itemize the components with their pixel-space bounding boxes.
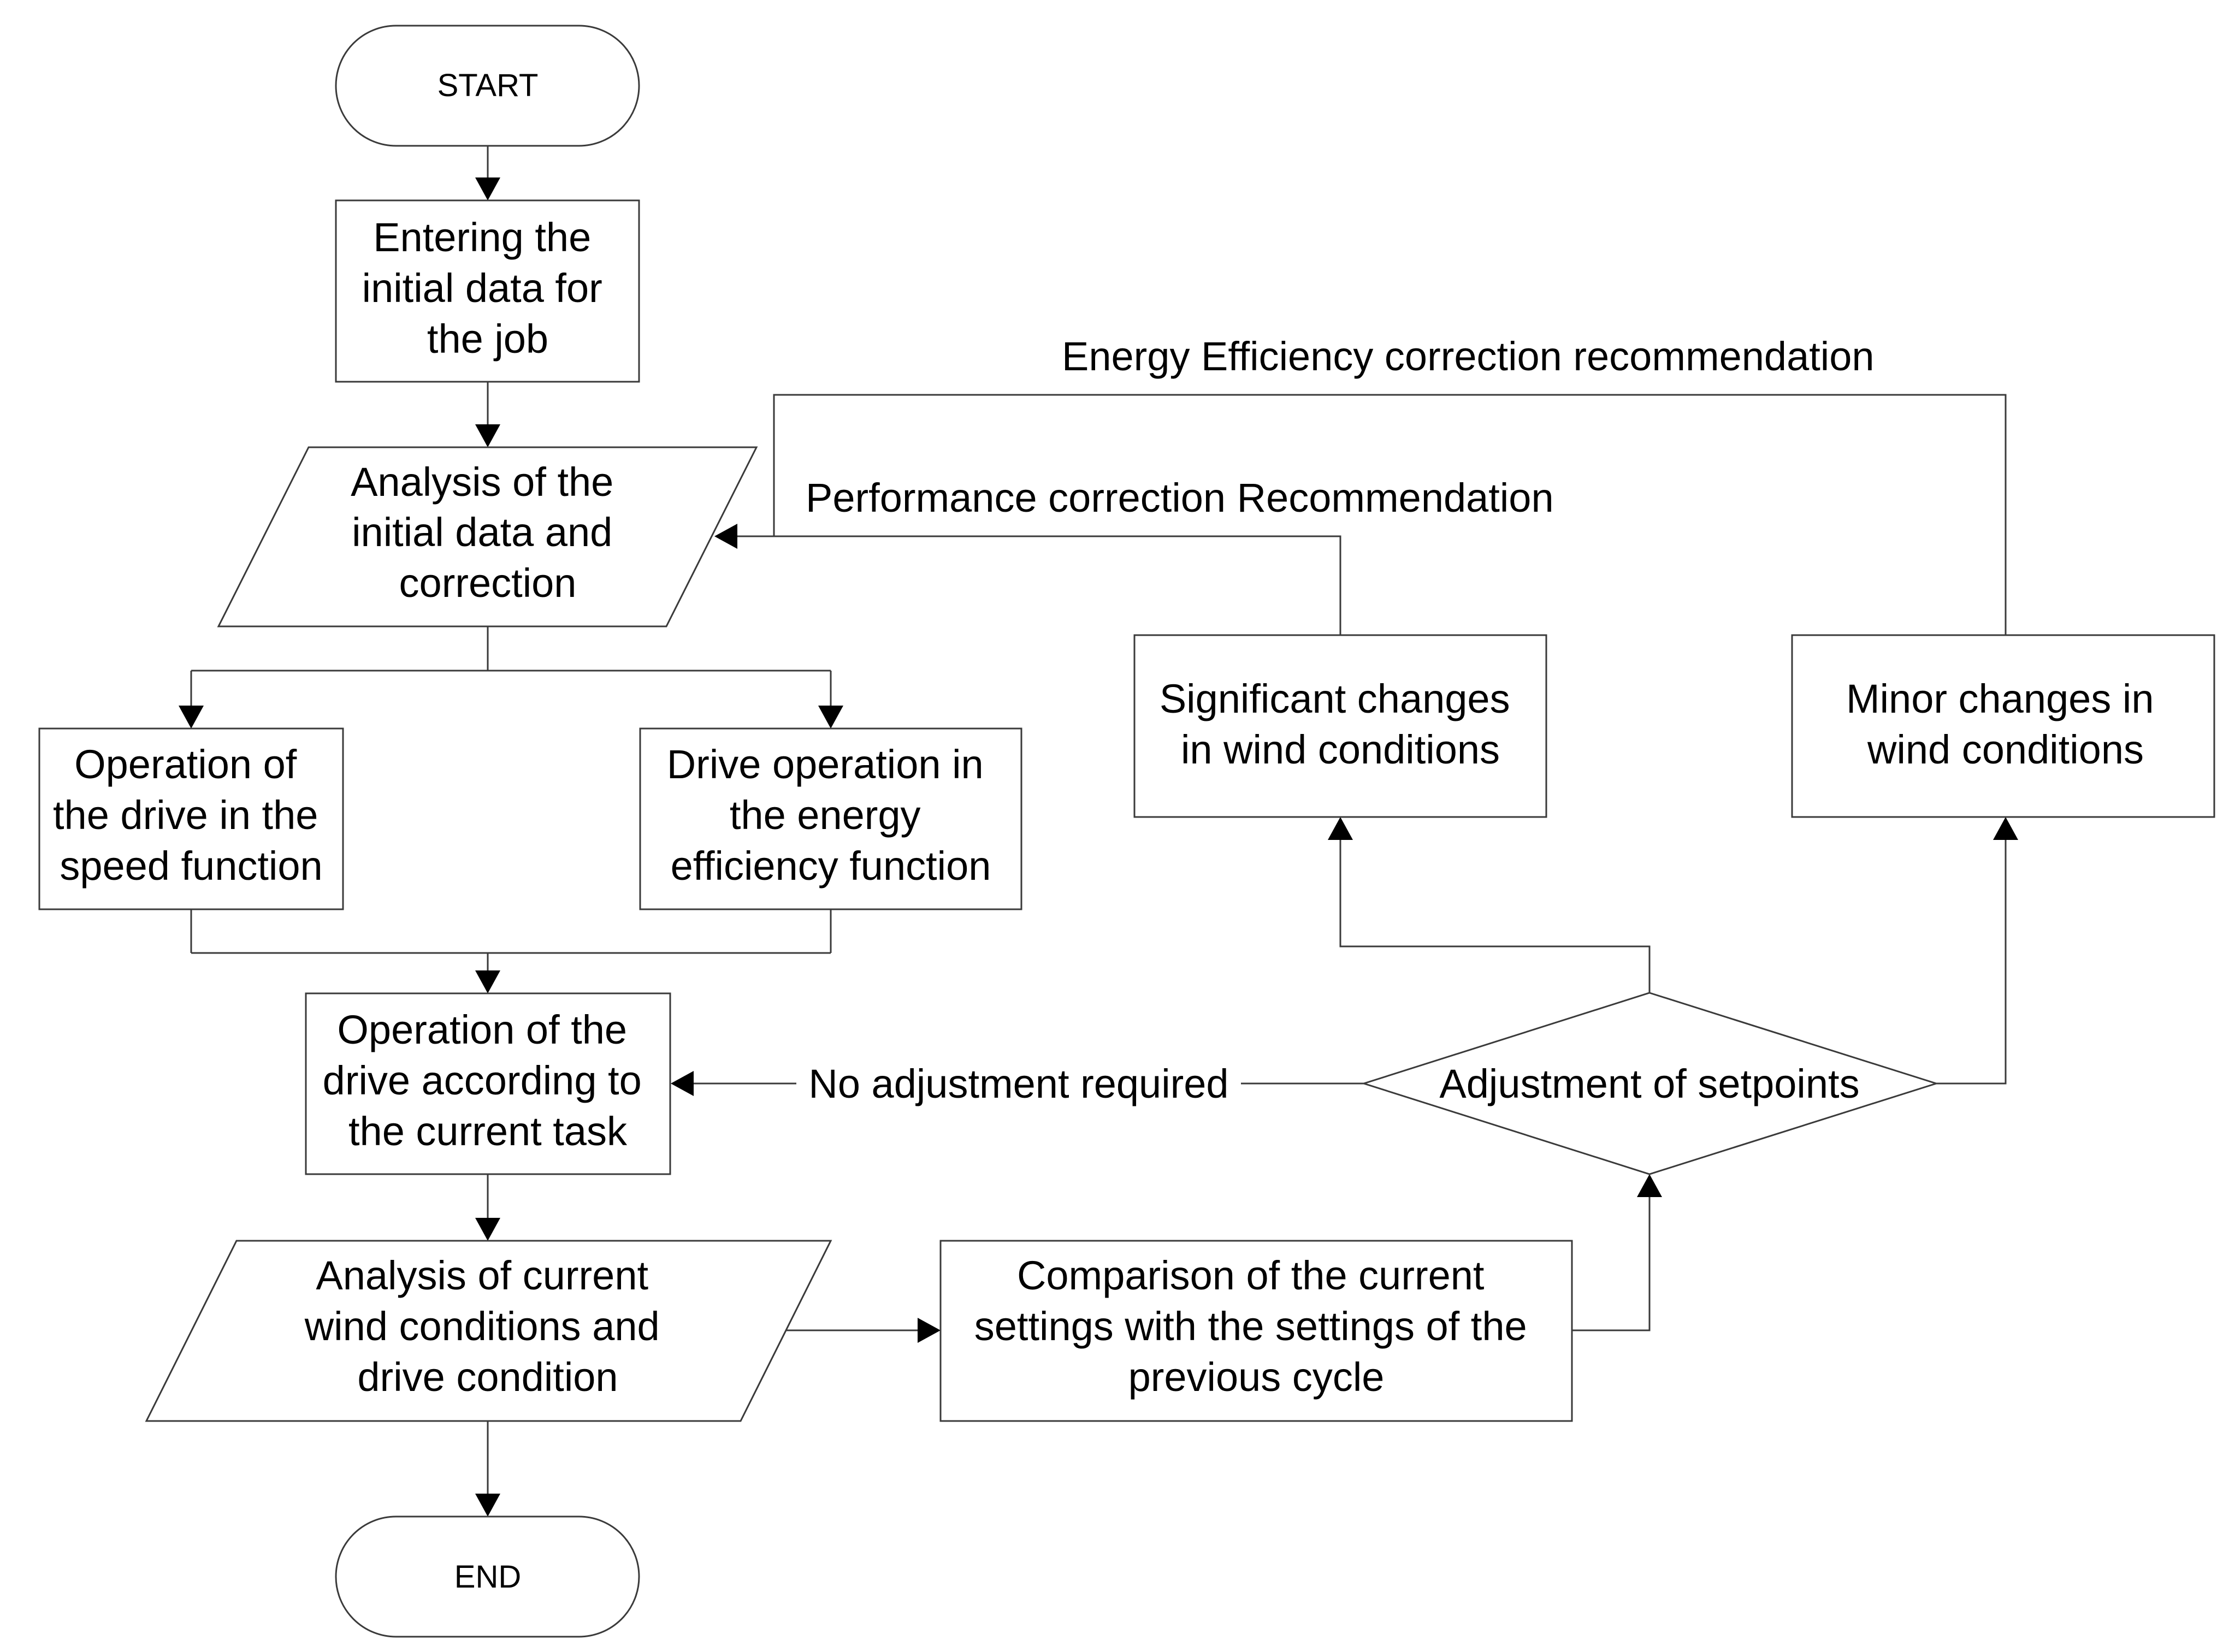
analysis-wind-io: Analysis of current wind conditions and … [145, 1240, 832, 1422]
connector-adjustment-to-significant [1339, 834, 1651, 993]
comparison-process: Comparison of the current settings with … [939, 1240, 1573, 1422]
end-terminal: END [335, 1515, 640, 1638]
energy-efficiency-correction-label: Energy Efficiency correction recommendat… [1062, 334, 1875, 379]
enter-data-line-1: Entering the [373, 215, 591, 260]
significant-line-1: Significant changes [1160, 676, 1510, 721]
adjustment-label: Adjustment of setpoints [1439, 1061, 1859, 1106]
arrowhead-current-task-icon [475, 970, 500, 993]
svg-text:Operation of the drive i: Operation of the drive in the speed func… [53, 742, 329, 889]
svg-text:Entering the initial dat: Entering the initial data for the job [362, 215, 614, 362]
speed-function-line-1: Operation of [74, 742, 297, 787]
svg-text:Analysis of current wind: Analysis of current wind conditions and … [304, 1253, 671, 1400]
no-adjustment-label: No adjustment required [808, 1061, 1228, 1106]
svg-text:Significant changes in w: Significant changes in wind conditions [1160, 676, 1521, 772]
arrowhead-no-adjust-icon [671, 1071, 694, 1096]
minor-line-1: Minor changes in [1846, 676, 2154, 721]
svg-text:Analysis of the initial: Analysis of the initial data and correct… [351, 459, 625, 606]
arrowhead-analysis-wind-icon [475, 1218, 500, 1241]
speed-function-line-2: the drive in the [53, 792, 318, 838]
adjustment-decision: Adjustment of setpoints [1361, 992, 1939, 1175]
arrowhead-analysis-initial-icon [475, 424, 500, 447]
minor-changes-process: Minor changes in wind conditions [1791, 634, 2215, 818]
minor-line-2: wind conditions [1867, 727, 2144, 772]
analysis-wind-line-3: drive condition [357, 1354, 618, 1400]
arrowhead-end-icon [475, 1494, 500, 1517]
current-task-line-3: the current task [348, 1109, 628, 1154]
svg-text:Drive operation in the e: Drive operation in the energy efficiency… [667, 742, 995, 889]
energy-function-line-3: efficiency function [671, 843, 991, 889]
significant-line-2: in wind conditions [1181, 727, 1500, 772]
enter-data-line-3: the job [427, 316, 548, 362]
arrowhead-enter-icon [475, 177, 500, 200]
end-label: END [454, 1559, 521, 1595]
comparison-line-2: settings with the settings of the [974, 1304, 1527, 1349]
analysis-initial-line-2: initial data and [352, 510, 612, 555]
arrowhead-energy-icon [818, 706, 843, 729]
performance-correction-label: Performance correction Recommendation [806, 475, 1554, 520]
significant-changes-process: Significant changes in wind conditions [1133, 634, 1547, 818]
connector-adjustment-to-minor [1936, 834, 2007, 1085]
arrowhead-comparison-icon [918, 1318, 941, 1343]
start-label: START [437, 68, 539, 103]
connector-comparison-to-adjustment [1572, 1192, 1651, 1331]
analysis-initial-line-3: correction [399, 560, 577, 606]
current-task-line-1: Operation of the [337, 1007, 627, 1052]
energy-function-line-2: the energy [730, 792, 921, 838]
energy-function-process: Drive operation in the energy efficiency… [639, 727, 1022, 910]
analysis-wind-line-1: Analysis of current [316, 1253, 648, 1298]
enter-data-line-2: initial data for [362, 265, 602, 311]
comparison-line-1: Comparison of the current [1017, 1253, 1485, 1298]
analysis-wind-line-2: wind conditions and [304, 1304, 660, 1349]
arrowhead-significant-icon [1328, 817, 1353, 840]
speed-function-process: Operation of the drive in the speed func… [38, 727, 344, 910]
svg-text:Operation of the drive a: Operation of the drive according to the … [323, 1007, 653, 1154]
arrowhead-adjustment-icon [1637, 1174, 1662, 1197]
comparison-line-3: previous cycle [1128, 1354, 1385, 1400]
speed-function-line-3: speed function [60, 843, 322, 889]
svg-text:Minor changes in wind co: Minor changes in wind conditions [1846, 676, 2165, 772]
start-terminal: START [335, 25, 640, 147]
connector-minor-to-analysis [773, 394, 2007, 635]
energy-function-line-1: Drive operation in [667, 742, 984, 787]
analysis-initial-data-io: Analysis of the initial data and correct… [217, 446, 758, 627]
enter-data-process: Entering the initial data for the job [335, 199, 640, 383]
current-task-line-2: drive according to [323, 1058, 642, 1103]
analysis-initial-line-1: Analysis of the [351, 459, 613, 505]
arrowhead-performance-icon [714, 524, 737, 549]
current-task-process: Operation of the drive according to the … [305, 992, 671, 1175]
arrowhead-speed-icon [179, 706, 204, 729]
arrowhead-minor-icon [1993, 817, 2018, 840]
svg-text:Comparison of the current: Comparison of the current settings with … [974, 1253, 1538, 1400]
connector-significant-to-analysis [732, 535, 1341, 635]
